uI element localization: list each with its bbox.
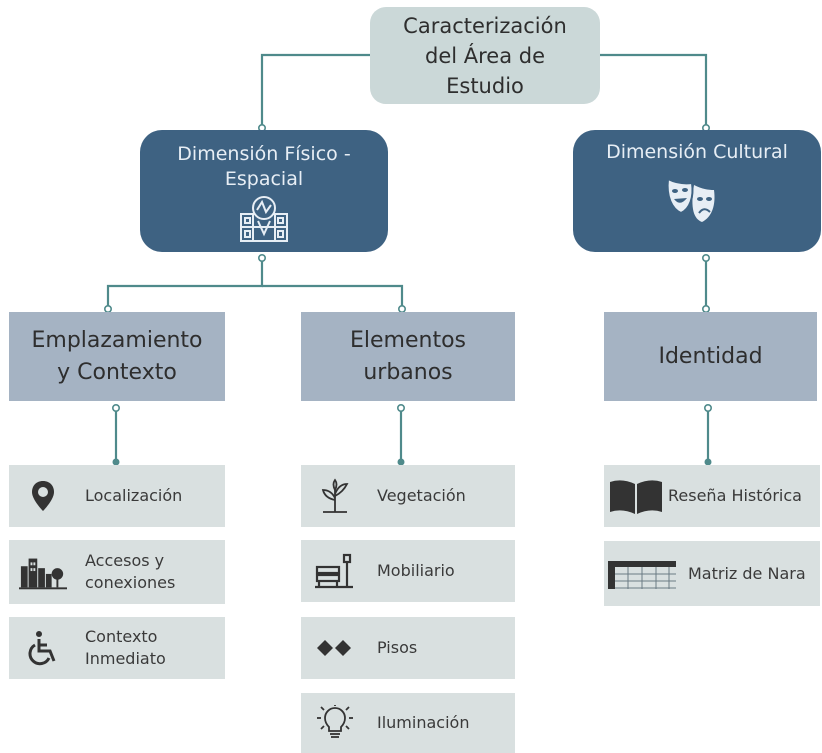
connector-dot xyxy=(701,254,710,263)
section-elementos: Elementos urbanos xyxy=(301,312,515,401)
root-title-line2: del Área de xyxy=(424,43,545,68)
item-accesos-label: Accesos y conexiones xyxy=(85,551,176,592)
dimension-fisico-line2: Espacial xyxy=(224,168,304,190)
connector-fisico-sections xyxy=(106,256,264,311)
item-contexto-label: Contexto Inmediato xyxy=(85,627,166,668)
theater-masks-icon xyxy=(664,175,730,234)
connector-dot xyxy=(704,458,712,466)
light-bulb-icon xyxy=(311,703,359,743)
section-emplazamiento-line2: y Contexto xyxy=(57,359,177,385)
section-elementos-line1: Elementos xyxy=(349,327,466,353)
section-elementos-line2: urbanos xyxy=(363,359,453,385)
city-buildings-icon xyxy=(19,552,67,592)
item-pisos: Pisos xyxy=(301,617,515,679)
section-identidad-label: Identidad xyxy=(658,343,763,369)
connector-root-cultural xyxy=(594,53,708,130)
item-iluminacion: Iluminación xyxy=(301,693,515,753)
dimension-fisico-line1: Dimensión Físico - xyxy=(177,143,351,165)
connector-dot xyxy=(396,403,405,412)
dimension-cultural-line1: Dimensión Cultural xyxy=(606,141,788,163)
item-mobiliario: Mobiliario xyxy=(301,540,515,602)
root-node: Caracterización del Área de Estudio xyxy=(370,7,600,104)
item-matriz: Matriz de Nara xyxy=(604,541,820,606)
item-accesos: Accesos y conexiones xyxy=(9,540,225,604)
dimension-cultural-node: Dimensión Cultural xyxy=(573,130,821,252)
root-title-line3: Estudio xyxy=(446,73,524,98)
root-title-line1: Caracterización xyxy=(403,13,567,38)
item-vegetacion: Vegetación xyxy=(301,465,515,527)
connector-dot xyxy=(112,403,121,412)
diamond-tiles-icon xyxy=(311,628,359,668)
connector-dot xyxy=(397,458,405,466)
plant-icon xyxy=(311,476,359,516)
item-contexto: Contexto Inmediato xyxy=(9,617,225,679)
item-matriz-label: Matriz de Nara xyxy=(688,563,806,583)
section-identidad: Identidad xyxy=(604,312,817,401)
connector-root-fisico xyxy=(260,53,382,130)
wheelchair-icon xyxy=(19,628,67,668)
section-emplazamiento: Emplazamiento y Contexto xyxy=(9,312,225,401)
section-emplazamiento-line1: Emplazamiento xyxy=(31,327,203,353)
item-vegetacion-label: Vegetación xyxy=(377,486,466,505)
item-iluminacion-label: Iluminación xyxy=(377,713,470,732)
item-localizacion-label: Localización xyxy=(85,486,183,505)
matrix-table-icon xyxy=(606,554,678,594)
item-resena: Reseña Histórica xyxy=(604,465,820,527)
connector-dot xyxy=(112,458,120,466)
dimension-fisico-node: Dimensión Físico - Espacial xyxy=(140,130,388,252)
item-pisos-label: Pisos xyxy=(377,638,418,657)
open-book-icon xyxy=(608,476,664,516)
item-localizacion: Localización xyxy=(9,465,225,527)
bench-lamp-icon xyxy=(311,551,359,591)
item-resena-label: Reseña Histórica xyxy=(668,486,802,505)
location-pin-icon xyxy=(19,476,67,516)
item-mobiliario-label: Mobiliario xyxy=(377,561,455,580)
connector-fisico-elementos xyxy=(262,284,404,311)
connector-dot xyxy=(703,403,712,412)
connector-dot xyxy=(257,254,266,263)
urban-map-icon xyxy=(237,194,291,251)
